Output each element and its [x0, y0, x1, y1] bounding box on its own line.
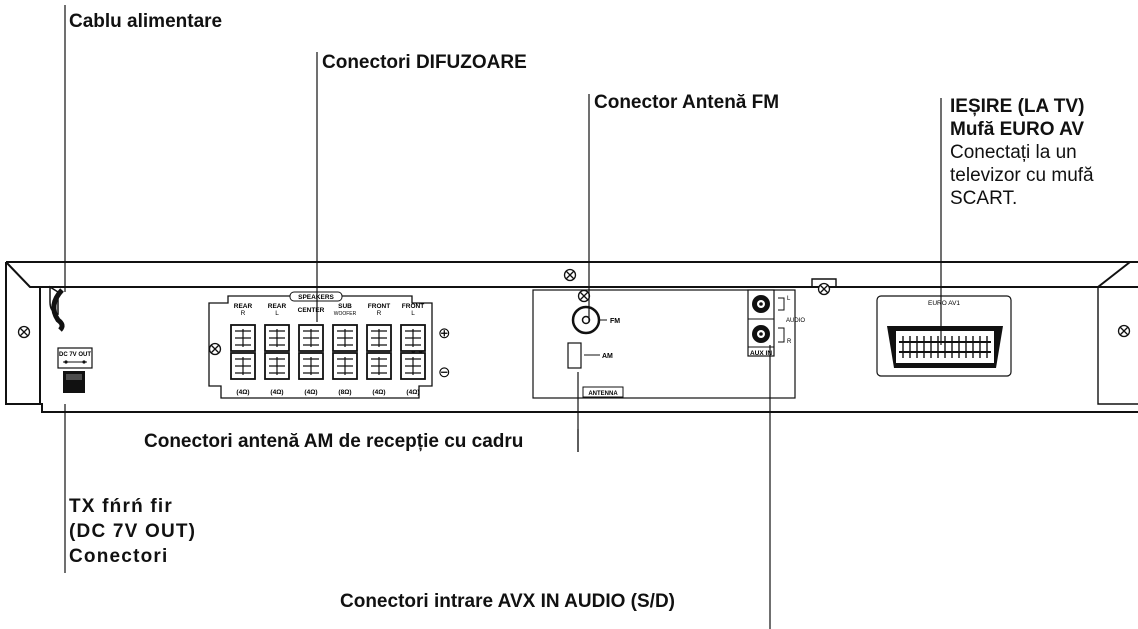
am-label: AM [602, 353, 613, 360]
audio-l-label: L [787, 296, 791, 302]
fm-label: FM [610, 318, 620, 325]
label-fm-antenna: Conector Antenă FM [594, 92, 780, 113]
label-euro-av-group: IEȘIRE (LA TV) Mufă EURO AV Conectați la… [950, 95, 1094, 210]
speaker-channel-label: FRONT [402, 303, 424, 310]
speaker-channel-label: FRONT [368, 303, 390, 310]
label-aux-in: Conectori intrare AVX IN AUDIO (S/D) [340, 591, 675, 612]
power-cord [49, 285, 65, 332]
speaker-impedance-label: (4Ω) [372, 389, 385, 396]
screw-icon [577, 289, 591, 303]
screw-icon [563, 268, 577, 282]
speaker-impedance-label: (4Ω) [406, 389, 419, 396]
unit-body [5, 261, 1138, 413]
speaker-channel-label: SUB [338, 303, 352, 310]
speaker-impedance-label: (4Ω) [270, 389, 283, 396]
screw-icon [208, 342, 222, 356]
audio-label: AUDIO [786, 318, 805, 324]
speaker-channel-label: REAR [234, 303, 253, 310]
speaker-channel: CENTER (4Ω) [298, 307, 325, 396]
speaker-channel-label: CENTER [298, 307, 325, 314]
speaker-channel-sublabel: L [411, 310, 415, 317]
speaker-impedance-label: (4Ω) [304, 389, 317, 396]
dc-out-connector: DC 7V OUT [57, 347, 93, 393]
aux-in-panel-label: AUX IN [750, 350, 772, 357]
speakers-title: SPEAKERS [298, 294, 334, 301]
speaker-channel-sublabel: L [275, 310, 279, 317]
speaker-channel-sublabel: R [377, 310, 382, 317]
speaker-channel-sublabel: WOOFER [334, 311, 357, 317]
speaker-impedance-label: (8Ω) [338, 389, 351, 396]
antenna-panel-label: ANTENNA [588, 391, 618, 397]
label-euro-av-line2: Mufă EURO AV [950, 119, 1085, 140]
label-wireless-tx-group: TX fńrń fir (DC 7V OUT) Conectori [69, 494, 196, 569]
label-euro-av-line5: SCART. [950, 188, 1018, 209]
label-power-cord: Cablu alimentare [69, 11, 223, 32]
label-wireless-tx-line1: TX fńrń fir [69, 496, 173, 517]
antenna-aux-box: FM AM ANTENNA AUX IN L AUDIO R [532, 289, 805, 399]
audio-r-label: R [787, 339, 792, 345]
screw-icon [17, 325, 31, 339]
euro-av1-label: EURO AV1 [928, 300, 960, 307]
minus-symbol: ⊖ [438, 364, 451, 381]
label-speaker-connectors: Conectori DIFUZOARE [322, 52, 527, 73]
label-euro-av-line1: IEȘIRE (LA TV) [950, 96, 1085, 117]
screw-icon [1117, 324, 1131, 338]
speaker-channel-label: REAR [268, 303, 287, 310]
label-euro-av-line3: Conectați la un [950, 142, 1077, 163]
label-am-antenna: Conectori antenă AM de recepție cu cadru [144, 431, 524, 452]
label-euro-av-line4: televizor cu mufă [950, 165, 1094, 186]
speaker-impedance-label: (4Ω) [236, 389, 249, 396]
leader-lines [64, 5, 942, 629]
screw-icon [817, 282, 831, 296]
dc-out-label: DC 7V OUT [59, 352, 91, 358]
plus-symbol: ⊕ [438, 325, 451, 342]
speaker-terminal-panel: SPEAKERS REARR(4Ω)REARL(4Ω)CENTER(4Ω)SUB… [208, 291, 451, 399]
label-wireless-tx-line2: (DC 7V OUT) [69, 521, 197, 542]
label-wireless-tx-line3: Conectori [69, 546, 169, 567]
screws [17, 268, 1131, 356]
euro-av-section: EURO AV1 [876, 295, 1012, 377]
speaker-channel-sublabel: R [241, 310, 246, 317]
